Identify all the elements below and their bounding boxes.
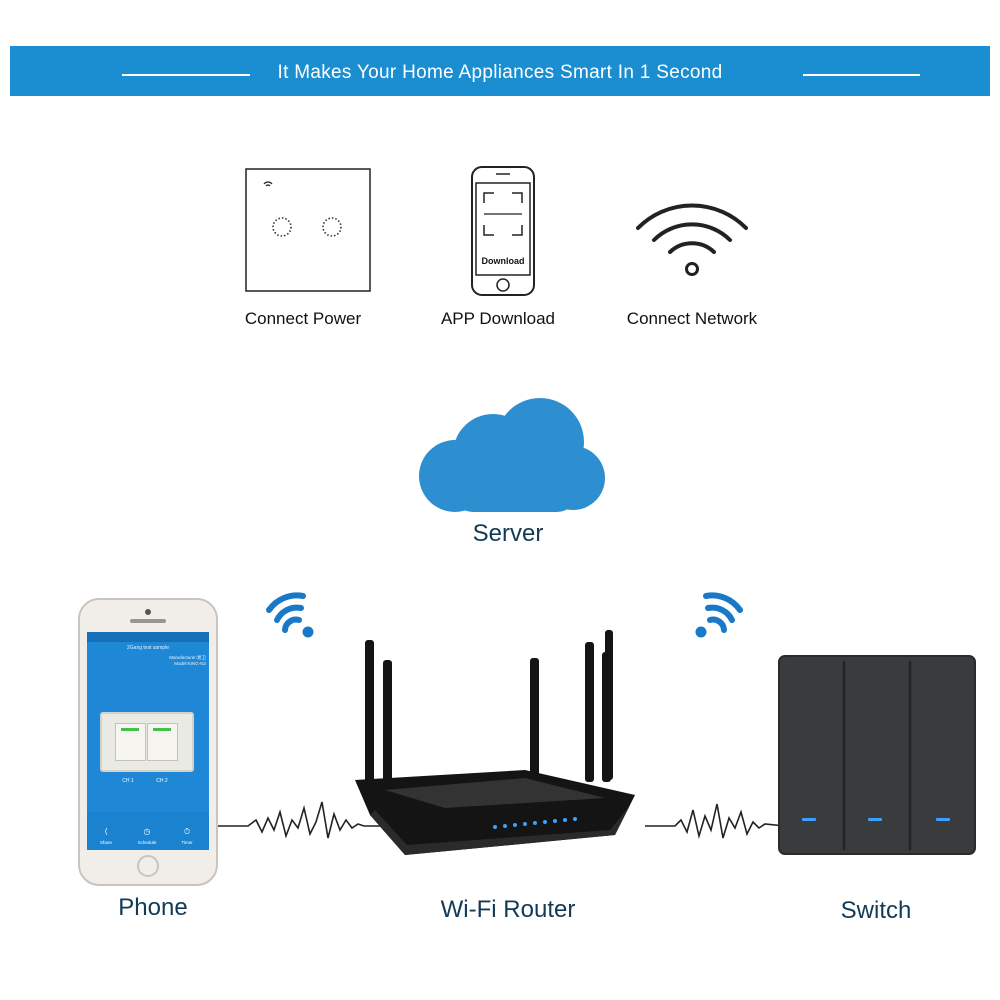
- step-app-download-label: APP Download: [440, 309, 556, 328]
- router-device: [345, 630, 645, 870]
- wifi-icon: [632, 190, 752, 278]
- timer-icon[interactable]: ⏱: [183, 827, 191, 836]
- app-gang-2-button[interactable]: [147, 723, 178, 761]
- app-ch2-label: CH 2: [156, 778, 168, 784]
- app-model: Model:KING-N2: [174, 661, 206, 666]
- phone-device: 2Gang test sample Manufacturer:易卫 Model:…: [78, 598, 218, 886]
- switch-label: Switch: [840, 897, 912, 924]
- step-connect-power-label: Connect Power: [244, 309, 362, 328]
- share-icon[interactable]: ⟨: [104, 827, 108, 836]
- app-gang-1-button[interactable]: [115, 723, 146, 761]
- switch-device: [778, 655, 978, 857]
- banner-left-line: [122, 74, 250, 76]
- app-title: 2Gang test sample: [127, 645, 169, 651]
- app-switch-panel: [100, 712, 194, 772]
- wifi-signal-left-icon: [263, 588, 323, 644]
- nav-timer-label: Timer: [181, 840, 193, 845]
- wifi-signal-right-icon: [686, 588, 746, 644]
- nav-schedule-label: Schedule: [137, 840, 157, 845]
- schedule-icon[interactable]: ◷: [143, 827, 151, 836]
- nav-share-label: Share: [99, 840, 112, 845]
- touch-switch-icon: [245, 168, 371, 292]
- signal-wave-right: [645, 790, 785, 850]
- server-label: Server: [472, 520, 544, 547]
- banner-right-line: [803, 74, 920, 76]
- phone-download-icon: [470, 165, 536, 297]
- header-banner: It Makes Your Home Appliances Smart In 1…: [10, 46, 990, 96]
- cloud-server-icon: [405, 398, 605, 514]
- gang-2-indicator: [153, 728, 171, 731]
- banner-title: It Makes Your Home Appliances Smart In 1…: [277, 62, 723, 83]
- app-manufacturer: Manufacturer:易卫: [169, 655, 206, 660]
- gang-1-indicator: [121, 728, 139, 731]
- signal-wave-left: [218, 790, 388, 850]
- phone-label: Phone: [118, 894, 188, 921]
- router-label: Wi-Fi Router: [440, 896, 576, 923]
- app-ch1-label: CH 1: [122, 778, 134, 784]
- phone-download-text: Download: [481, 256, 525, 266]
- step-connect-network-label: Connect Network: [626, 309, 758, 328]
